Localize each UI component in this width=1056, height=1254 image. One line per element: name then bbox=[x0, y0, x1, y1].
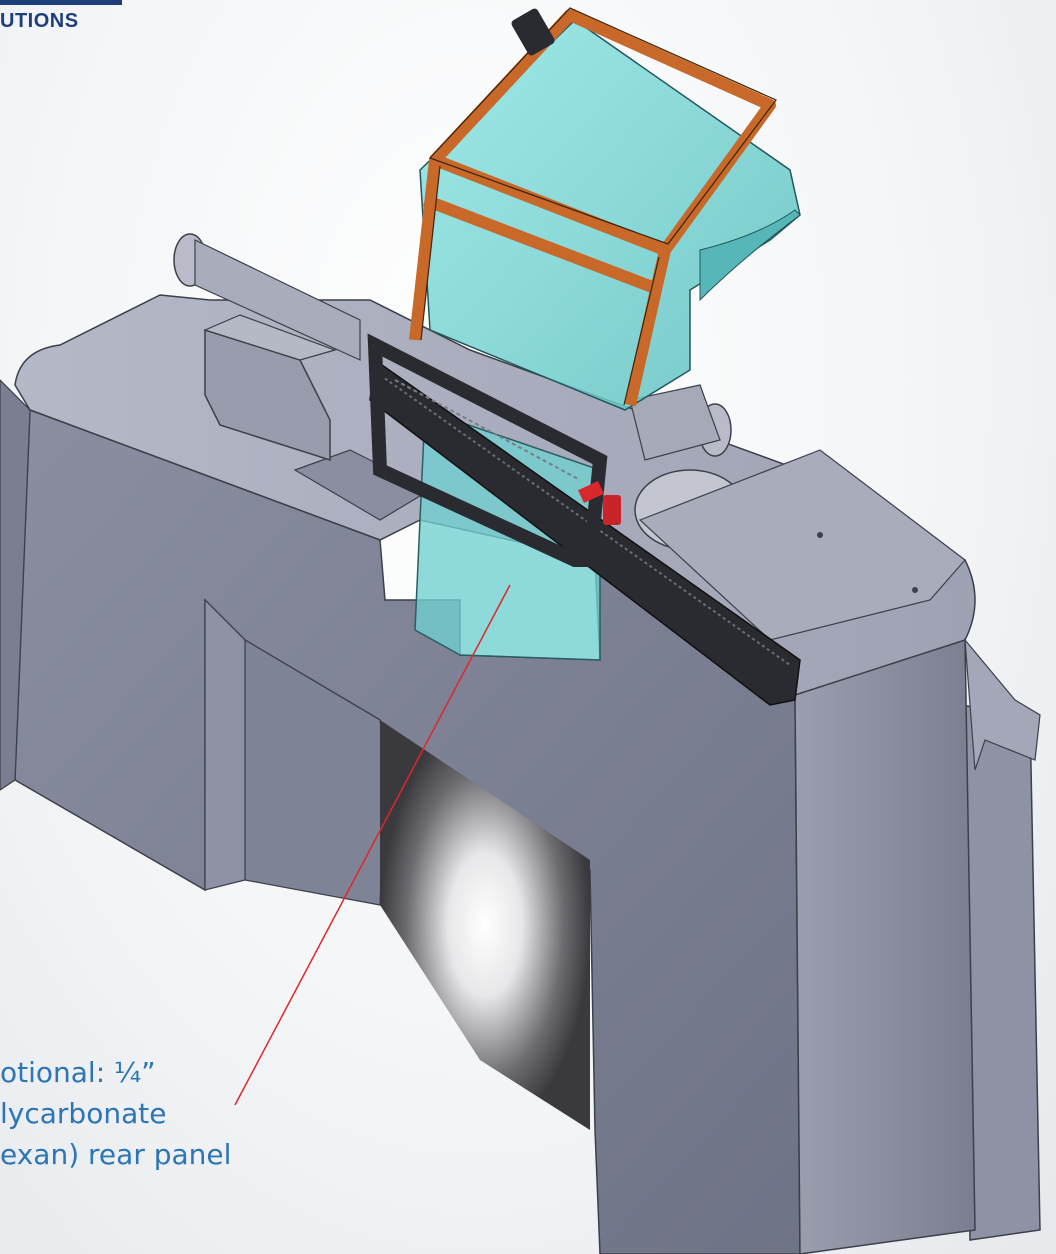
cover-screw-2 bbox=[912, 587, 918, 593]
clamp-red-2 bbox=[603, 495, 621, 525]
hood-frame-outline bbox=[420, 7, 777, 406]
hood-handle bbox=[511, 8, 555, 56]
callout-leader-line bbox=[234, 584, 511, 1106]
hood-side-curve bbox=[699, 209, 801, 302]
floor-shadow bbox=[380, 720, 590, 1130]
callout-line-3: exan) rear panel bbox=[0, 1138, 232, 1171]
callout-line-1: otional: ¼” bbox=[0, 1056, 156, 1089]
brand-logo-fragment: UTIONS bbox=[0, 0, 122, 38]
motor-box-top bbox=[203, 314, 337, 361]
base-left-leg-front bbox=[204, 598, 246, 891]
cover-screw-1 bbox=[817, 532, 823, 538]
base-left-face bbox=[0, 379, 31, 791]
carriage-frame bbox=[367, 333, 608, 567]
brand-rule bbox=[0, 0, 122, 5]
hood-frame bbox=[409, 9, 776, 407]
back-cylinder bbox=[194, 239, 361, 361]
carriage-detail bbox=[394, 379, 581, 481]
right-cover-plate bbox=[638, 449, 966, 641]
callout-line-2: lycarbonate bbox=[0, 1097, 167, 1130]
brand-text: UTIONS bbox=[0, 10, 79, 32]
right-housing-box bbox=[629, 384, 721, 461]
base-right-leg-side bbox=[794, 638, 976, 1254]
callout-text: otional: ¼” lycarbonate exan) rear panel bbox=[0, 1052, 340, 1175]
base-right-step bbox=[964, 638, 1041, 771]
clamp-red-1 bbox=[578, 481, 604, 503]
